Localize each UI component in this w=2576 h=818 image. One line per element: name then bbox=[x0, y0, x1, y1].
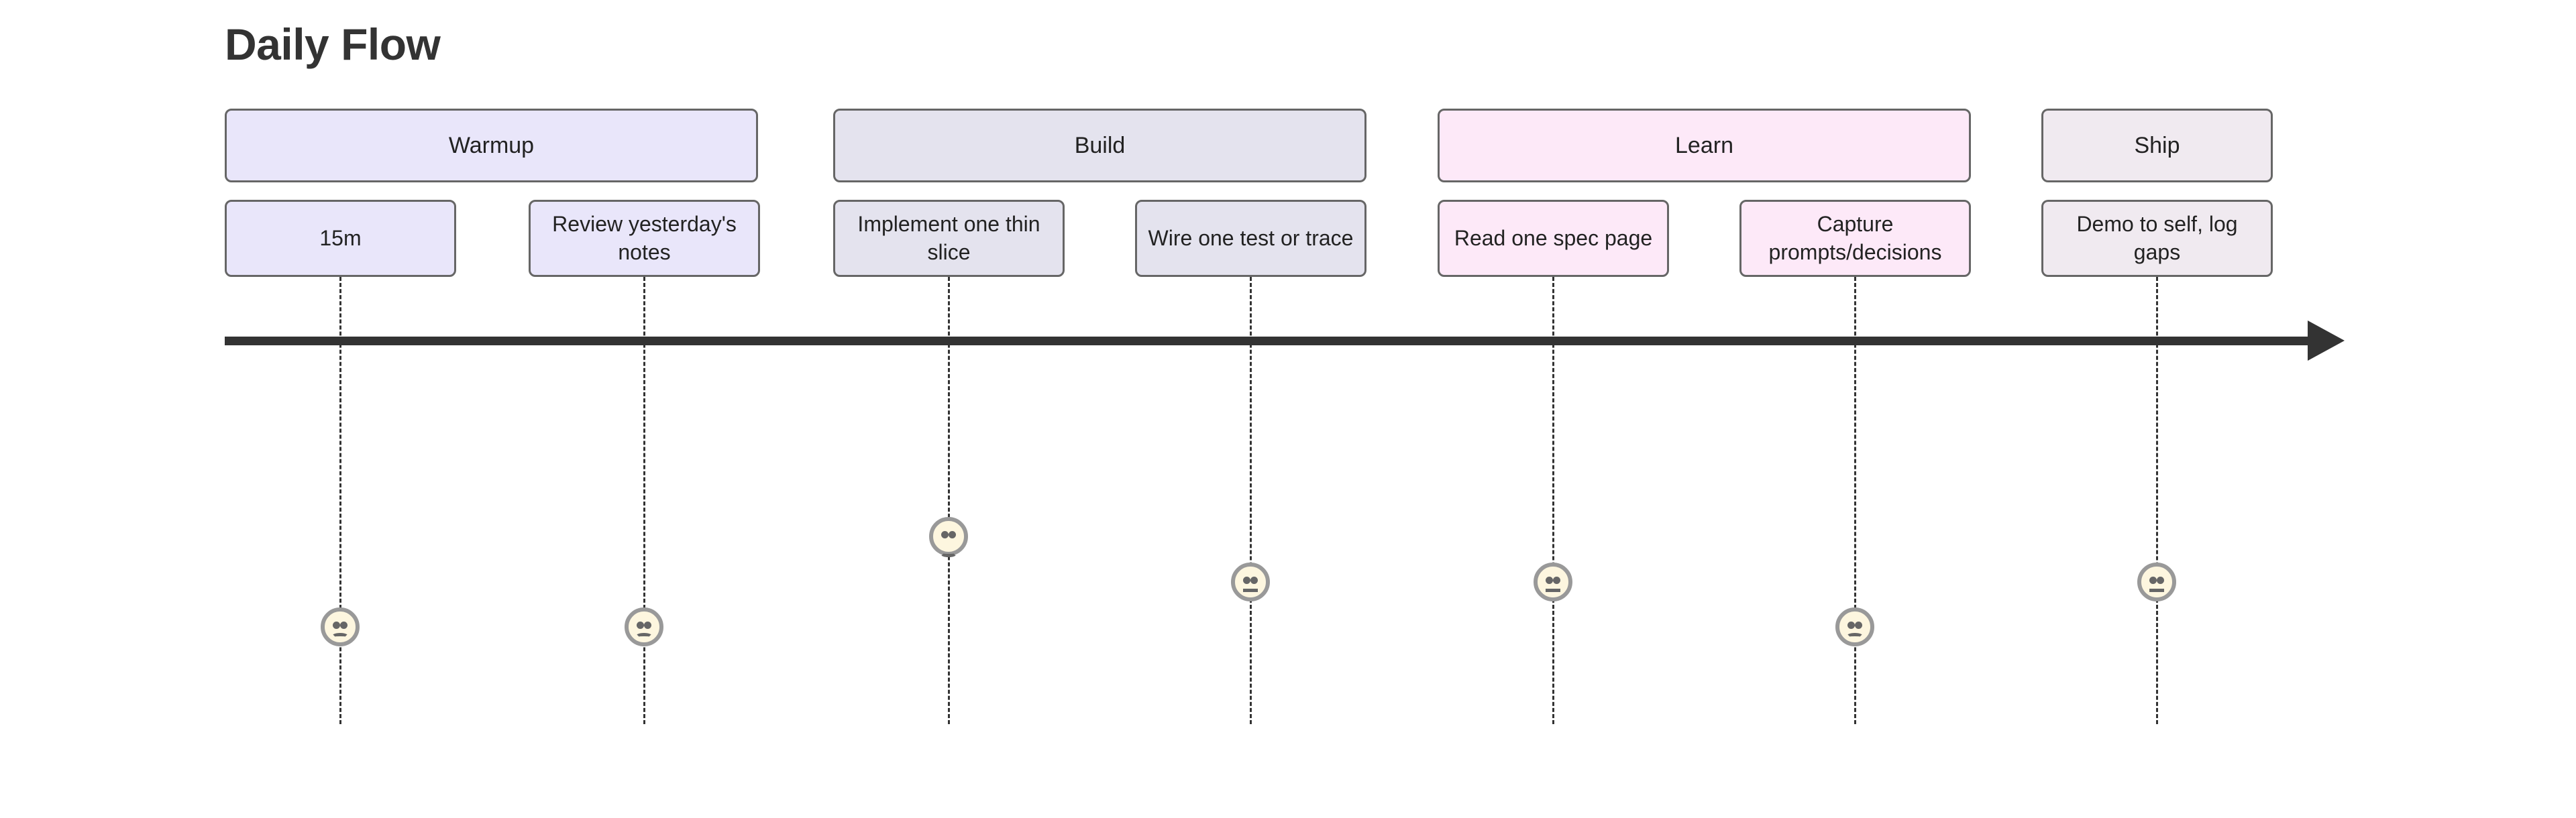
face-eye-right bbox=[644, 622, 651, 629]
timeline-bar bbox=[225, 336, 2308, 345]
task-box-read-one-spec-page[interactable]: Read one spec page bbox=[1438, 200, 1669, 277]
face-eye-right bbox=[1855, 622, 1862, 629]
face-mouth-neutral bbox=[1546, 589, 1560, 592]
section-box-warmup[interactable]: Warmup bbox=[225, 109, 758, 182]
section-box-learn[interactable]: Learn bbox=[1438, 109, 1971, 182]
neutral-face-icon bbox=[1231, 563, 1270, 601]
face-eye-right bbox=[2157, 577, 2164, 584]
face-eye-right bbox=[340, 622, 347, 629]
sad-face-icon bbox=[625, 607, 663, 646]
neutral-face-icon bbox=[1534, 563, 1572, 601]
face-mouth-neutral bbox=[1243, 589, 1258, 592]
happy-face-icon bbox=[929, 517, 968, 557]
sad-face-icon bbox=[1835, 607, 1874, 646]
face-eye-right bbox=[1553, 577, 1560, 584]
face-mouth-sad bbox=[635, 633, 653, 653]
dropline-demo-to-self-log-gaps bbox=[2156, 277, 2158, 724]
face-mouth-sad bbox=[1846, 633, 1864, 653]
dropline-wire-one-test-or-trace bbox=[1250, 277, 1252, 724]
face-eye-left bbox=[1243, 577, 1250, 584]
section-box-build[interactable]: Build bbox=[833, 109, 1366, 182]
face-eye-right bbox=[1250, 577, 1258, 584]
dropline-15m bbox=[339, 277, 341, 724]
section-box-ship[interactable]: Ship bbox=[2041, 109, 2273, 182]
face-eye-left bbox=[2149, 577, 2157, 584]
task-box-demo-to-self-log-gaps[interactable]: Demo to self, log gaps bbox=[2041, 200, 2273, 277]
face-eye-left bbox=[1546, 577, 1553, 584]
face-eye-left bbox=[333, 622, 340, 629]
dropline-read-one-spec-page bbox=[1552, 277, 1554, 724]
arrow-right-icon bbox=[2308, 320, 2345, 361]
dropline-implement-one-thin-slice bbox=[948, 277, 950, 724]
task-box-capture-prompts-decisions[interactable]: Capture prompts/decisions bbox=[1739, 200, 1971, 277]
face-eye-left bbox=[941, 531, 949, 538]
task-box-review-yesterdays-notes[interactable]: Review yesterday's notes bbox=[529, 200, 760, 277]
dropline-review-yesterdays-notes bbox=[643, 277, 645, 724]
task-box-15m[interactable]: 15m bbox=[225, 200, 456, 277]
sad-face-icon bbox=[321, 607, 360, 646]
task-box-wire-one-test-or-trace[interactable]: Wire one test or trace bbox=[1135, 200, 1366, 277]
neutral-face-icon bbox=[2137, 563, 2176, 601]
face-mouth-sad bbox=[331, 633, 349, 653]
face-eye-left bbox=[637, 622, 644, 629]
page-title: Daily Flow bbox=[225, 19, 441, 69]
face-mouth-happy bbox=[940, 537, 957, 557]
face-eye-right bbox=[949, 531, 956, 538]
face-eye-left bbox=[1847, 622, 1855, 629]
face-mouth-neutral bbox=[2149, 589, 2164, 592]
task-box-implement-one-thin-slice[interactable]: Implement one thin slice bbox=[833, 200, 1065, 277]
dropline-capture-prompts-decisions bbox=[1854, 277, 1856, 724]
